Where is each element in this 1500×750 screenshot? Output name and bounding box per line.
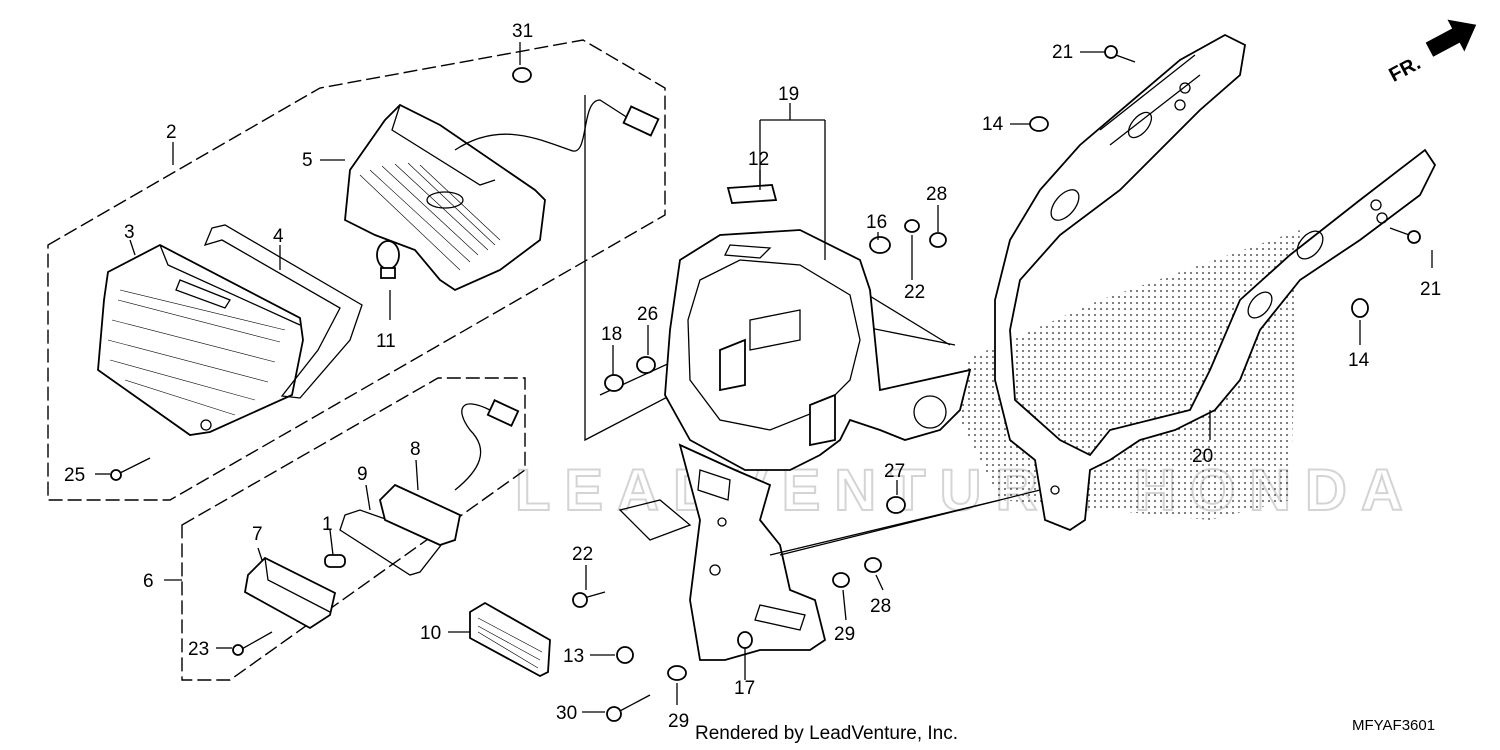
callouts: 31 2 5 3 4 11 25 19 12 16 28 22 18 26 27… (64, 21, 1441, 732)
reflector-part (469, 601, 551, 678)
license-gasket-part (339, 509, 447, 576)
callout-11: 11 (376, 331, 396, 352)
gasket-part (203, 224, 363, 399)
callout-6: 6 (143, 571, 154, 592)
callout-16: 16 (866, 212, 887, 233)
hardware (512, 45, 1421, 722)
housing-connector (622, 105, 660, 137)
license-connector (486, 399, 520, 427)
callout-31: 31 (512, 21, 533, 42)
callout-9: 9 (357, 464, 368, 485)
callout-21b: 21 (1420, 279, 1441, 300)
callout-1: 1 (322, 514, 333, 535)
front-direction-indicator: FR. (1386, 19, 1477, 87)
housing-part (344, 103, 546, 292)
callout-29a: 29 (834, 624, 855, 645)
callout-28a: 28 (926, 184, 947, 205)
callout-2: 2 (166, 122, 177, 143)
screw-25-part (117, 457, 151, 475)
callout-5: 5 (302, 150, 313, 171)
callout-23: 22 (904, 282, 925, 303)
callout-26: 26 (637, 304, 658, 325)
callout-13: 13 (563, 646, 584, 667)
license-socket-part (379, 483, 462, 546)
group-6-box (181, 377, 526, 681)
callout-14a: 14 (982, 114, 1004, 135)
callout-24: 23 (188, 639, 209, 660)
callout-10: 10 (420, 623, 441, 644)
screw-24-part (239, 631, 273, 651)
frame-bracket-part (994, 33, 1437, 532)
diagram-code: MFYAF3601 (1352, 717, 1435, 734)
bulb-1-part (324, 554, 346, 568)
group-2-box (47, 39, 666, 501)
callout-4: 4 (273, 226, 284, 247)
callout-12: 12 (748, 149, 769, 170)
callout-21a: 21 (1052, 42, 1073, 63)
callout-28b: 28 (870, 596, 891, 617)
footer-credit: Rendered by LeadVenture, Inc. (695, 723, 958, 744)
callout-19: 19 (778, 84, 799, 105)
callout-17: 17 (734, 678, 755, 699)
front-arrow-icon (1425, 19, 1477, 57)
callout-22: 22 (572, 544, 593, 565)
bulb-11-part (376, 240, 400, 279)
pad-12-part (726, 184, 778, 204)
front-label: FR. (1386, 52, 1425, 87)
license-wire (454, 403, 491, 491)
tail-lens-part (97, 243, 304, 436)
callout-14b: 14 (1348, 350, 1370, 371)
callout-25: 25 (64, 465, 85, 486)
callout-29b: 29 (668, 711, 689, 732)
license-lens-part (244, 556, 337, 630)
callout-18: 18 (601, 324, 622, 345)
callout-8: 8 (410, 439, 421, 460)
callout-20: 20 (1192, 446, 1213, 467)
callout-3: 3 (124, 222, 135, 243)
callout-27: 27 (884, 461, 905, 482)
leader-lines (95, 42, 1433, 713)
callout-7: 7 (252, 524, 263, 545)
rear-fender-part (664, 229, 972, 471)
callout-30: 30 (556, 703, 577, 724)
license-bracket-part (618, 443, 827, 661)
housing-wire (454, 99, 629, 152)
group-19-box (584, 95, 956, 442)
